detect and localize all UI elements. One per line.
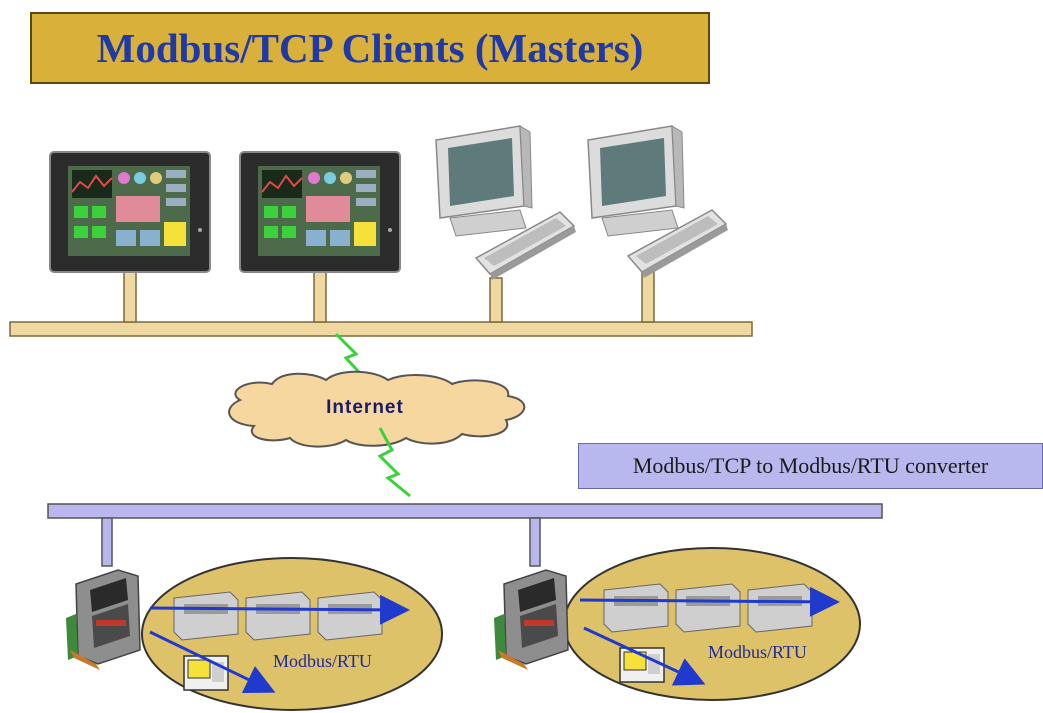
hmi-panel-icon: [239, 151, 401, 273]
connector-hmi-1: [123, 271, 137, 323]
plc-module-icon: [245, 591, 311, 641]
upper-bus: [9, 321, 753, 337]
plc-module-icon: [173, 591, 239, 641]
lower-bus: [47, 503, 883, 519]
rtu-arrow: [583, 626, 706, 686]
plc-module-icon: [747, 583, 813, 633]
operator-panel-icon: [183, 655, 229, 691]
operator-panel-icon: [619, 647, 665, 683]
converter-label-box: Modbus/TCP to Modbus/RTU converter: [578, 443, 1043, 489]
internet-cloud-icon: [228, 370, 526, 448]
rtu-label-left: Modbus/RTU: [273, 651, 372, 671]
rtu-arrow: [149, 630, 276, 694]
converter-label: Modbus/TCP to Modbus/RTU converter: [632, 453, 989, 478]
connector-converter-2: [529, 517, 541, 567]
connector-pc-1: [489, 277, 503, 323]
plc-module-icon: [317, 591, 383, 641]
internet-label: Internet: [326, 397, 404, 418]
lightning-bolt-icon: [377, 427, 411, 498]
desktop-computer-icon: [435, 125, 576, 280]
rtu-label-right: Modbus/RTU: [708, 642, 807, 662]
converter-device-icon: [494, 569, 569, 670]
converter-device-icon: [66, 569, 141, 670]
plc-module-icon: [675, 583, 741, 633]
connector-hmi-2: [313, 271, 327, 323]
clients-title-box: Modbus/TCP Clients (Masters): [30, 12, 710, 84]
rtu-arrow: [149, 594, 410, 625]
rtu-arrow: [579, 586, 840, 617]
page-title: Modbus/TCP Clients (Masters): [96, 25, 644, 71]
plc-module-icon: [603, 583, 669, 633]
connector-converter-1: [101, 517, 113, 567]
hmi-panel-icon: [49, 151, 211, 273]
desktop-computer-icon: [587, 125, 728, 278]
connector-pc-2: [641, 271, 655, 323]
